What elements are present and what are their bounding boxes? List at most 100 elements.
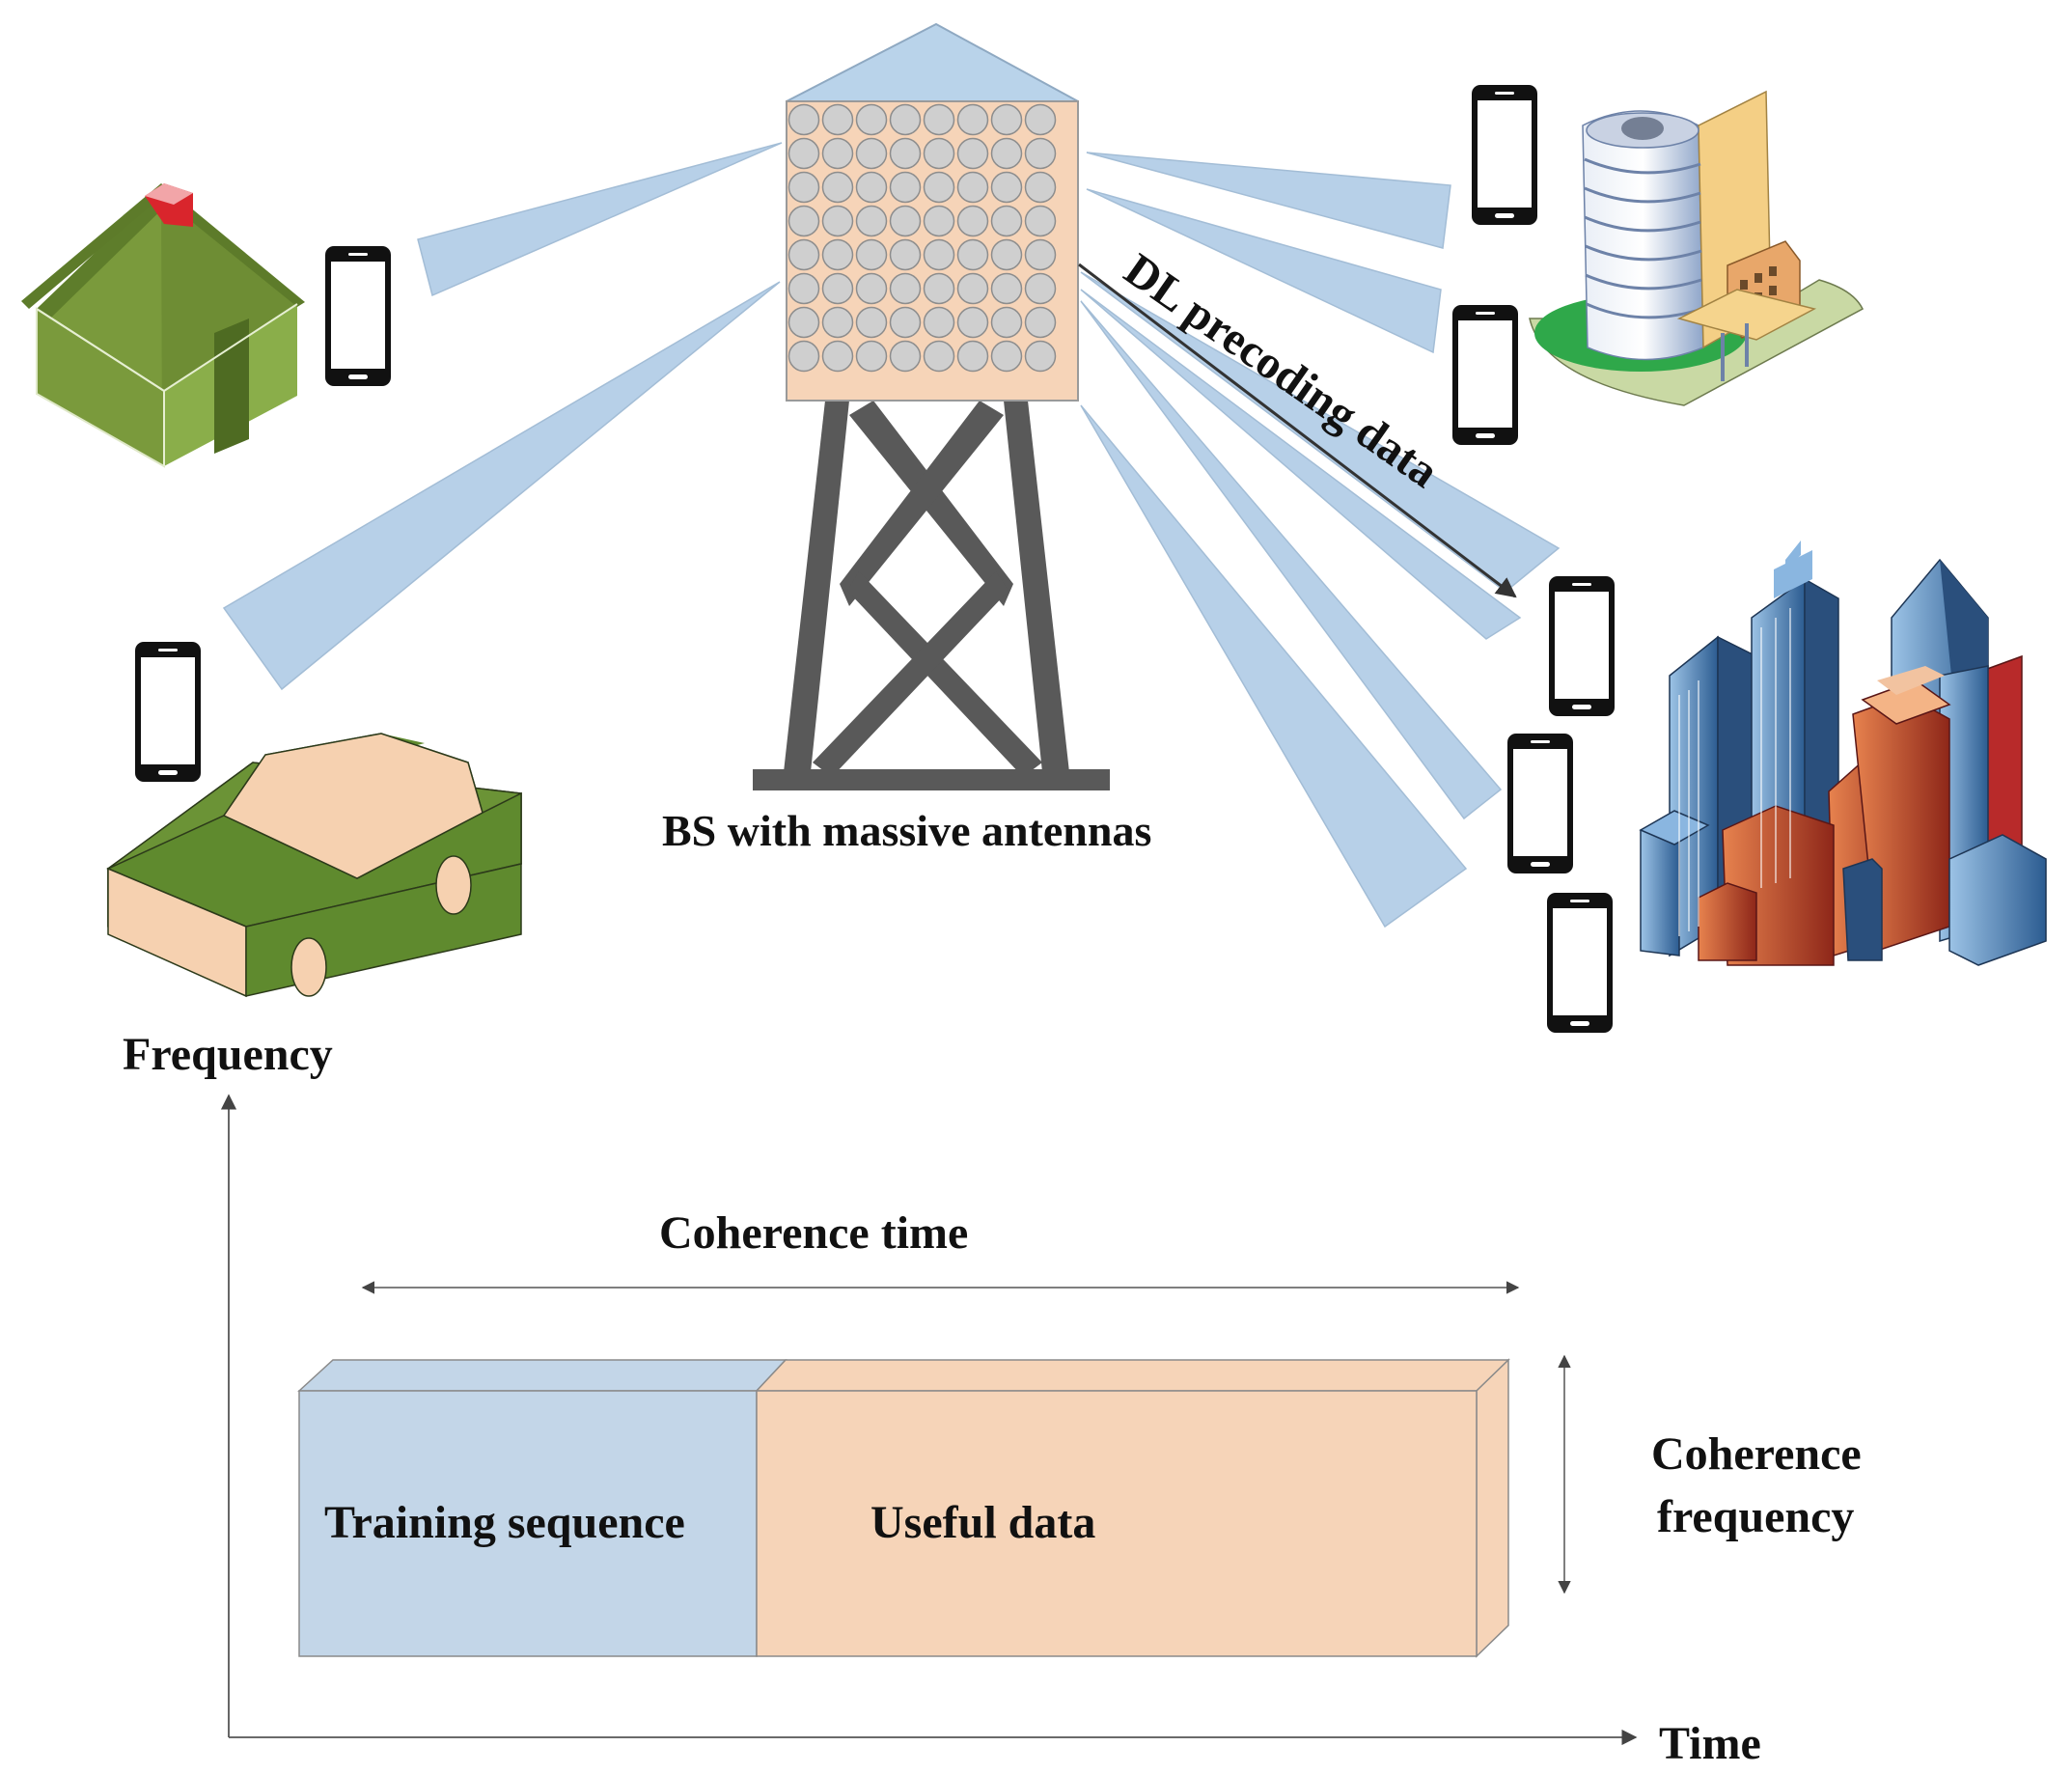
phones bbox=[135, 85, 1615, 1033]
antenna-element bbox=[855, 137, 888, 170]
bs-roof bbox=[786, 22, 1079, 102]
antenna-element bbox=[923, 171, 955, 204]
antenna-element bbox=[855, 238, 888, 271]
smartphone-icon bbox=[1547, 893, 1613, 1033]
antenna-element bbox=[889, 340, 922, 373]
antenna-element bbox=[787, 340, 820, 373]
time-axis-label: Time bbox=[1659, 1718, 1761, 1769]
smartphone-icon bbox=[135, 642, 201, 782]
base-station bbox=[753, 22, 1110, 790]
useful-data-block bbox=[756, 1390, 1478, 1657]
coherence-frequency-label-line1: Coherence bbox=[1651, 1428, 1862, 1480]
antenna-element bbox=[923, 272, 955, 305]
antenna-element bbox=[990, 103, 1023, 136]
smartphone-icon bbox=[1507, 734, 1573, 873]
antenna-element bbox=[855, 205, 888, 237]
antenna-element bbox=[889, 306, 922, 339]
cell-tower-icon bbox=[753, 401, 1110, 790]
frequency-axis-label: Frequency bbox=[123, 1029, 333, 1080]
antenna-element bbox=[923, 103, 955, 136]
coherence-frequency-label-line2: frequency bbox=[1657, 1491, 1854, 1542]
antenna-element bbox=[956, 306, 989, 339]
beams bbox=[222, 142, 1561, 929]
beam-car bbox=[222, 281, 781, 691]
antenna-element bbox=[821, 205, 854, 237]
antenna-element bbox=[787, 272, 820, 305]
antenna-element bbox=[990, 171, 1023, 204]
antenna-element bbox=[923, 306, 955, 339]
antenna-element bbox=[855, 306, 888, 339]
antenna-element bbox=[956, 340, 989, 373]
antenna-element bbox=[889, 272, 922, 305]
house-icon bbox=[21, 183, 305, 468]
antenna-element bbox=[990, 137, 1023, 170]
antenna-element bbox=[821, 306, 854, 339]
coherence-block-chart: Training sequence Useful data Coherence … bbox=[220, 1094, 1862, 1769]
smartphone-icon bbox=[1549, 576, 1615, 716]
antenna-element bbox=[956, 238, 989, 271]
antenna-element bbox=[787, 171, 820, 204]
antenna-element bbox=[889, 171, 922, 204]
antenna-element bbox=[923, 340, 955, 373]
antenna-element bbox=[990, 272, 1023, 305]
smartphone-icon bbox=[1472, 85, 1537, 225]
antenna-element bbox=[787, 137, 820, 170]
antenna-element bbox=[990, 205, 1023, 237]
beam-city-4 bbox=[1080, 404, 1468, 929]
antenna-element bbox=[889, 238, 922, 271]
beam-city-2 bbox=[1080, 289, 1522, 640]
block-top-training bbox=[297, 1359, 787, 1392]
beam-office-1 bbox=[1086, 152, 1451, 249]
antenna-element bbox=[956, 103, 989, 136]
antenna-element bbox=[1024, 137, 1057, 170]
antenna-element bbox=[1024, 306, 1057, 339]
bs-label: BS with massive antennas bbox=[662, 806, 1151, 855]
antenna-element bbox=[787, 238, 820, 271]
block-side bbox=[1476, 1358, 1509, 1658]
beam-city-1 bbox=[1080, 271, 1561, 593]
antenna-element bbox=[923, 137, 955, 170]
antenna-element bbox=[821, 238, 854, 271]
beam-city-3 bbox=[1080, 300, 1503, 820]
smartphone-icon bbox=[1452, 305, 1518, 445]
antenna-element bbox=[1024, 340, 1057, 373]
antenna-element bbox=[787, 306, 820, 339]
antenna-element bbox=[990, 340, 1023, 373]
antenna-element bbox=[787, 205, 820, 237]
antenna-element bbox=[855, 340, 888, 373]
antenna-element bbox=[821, 272, 854, 305]
antenna-element bbox=[956, 205, 989, 237]
antenna-element bbox=[1024, 103, 1057, 136]
antenna-element bbox=[855, 103, 888, 136]
antenna-array bbox=[787, 103, 1057, 373]
smartphone-icon bbox=[325, 246, 391, 386]
antenna-element bbox=[821, 103, 854, 136]
antenna-element bbox=[956, 272, 989, 305]
antenna-element bbox=[923, 238, 955, 271]
antenna-element bbox=[855, 272, 888, 305]
antenna-element bbox=[990, 306, 1023, 339]
beam-house bbox=[417, 142, 783, 297]
antenna-element bbox=[1024, 272, 1057, 305]
antenna-element bbox=[821, 137, 854, 170]
training-sequence-label: Training sequence bbox=[324, 1497, 685, 1548]
antenna-element bbox=[956, 171, 989, 204]
antenna-element bbox=[923, 205, 955, 237]
car-icon bbox=[106, 733, 522, 998]
training-sequence-block bbox=[298, 1390, 758, 1657]
antenna-element bbox=[889, 137, 922, 170]
antenna-element bbox=[889, 205, 922, 237]
antenna-element bbox=[1024, 205, 1057, 237]
antenna-element bbox=[787, 103, 820, 136]
antenna-element bbox=[956, 137, 989, 170]
city-skyline-icon bbox=[1639, 541, 2047, 966]
antenna-element bbox=[821, 340, 854, 373]
antenna-element bbox=[855, 171, 888, 204]
antenna-element bbox=[889, 103, 922, 136]
dl-precoding-arrow bbox=[1078, 263, 1517, 598]
antenna-element bbox=[821, 171, 854, 204]
block-top-useful bbox=[755, 1359, 1510, 1392]
useful-data-label: Useful data bbox=[870, 1497, 1095, 1548]
coherence-time-label: Coherence time bbox=[659, 1207, 968, 1259]
